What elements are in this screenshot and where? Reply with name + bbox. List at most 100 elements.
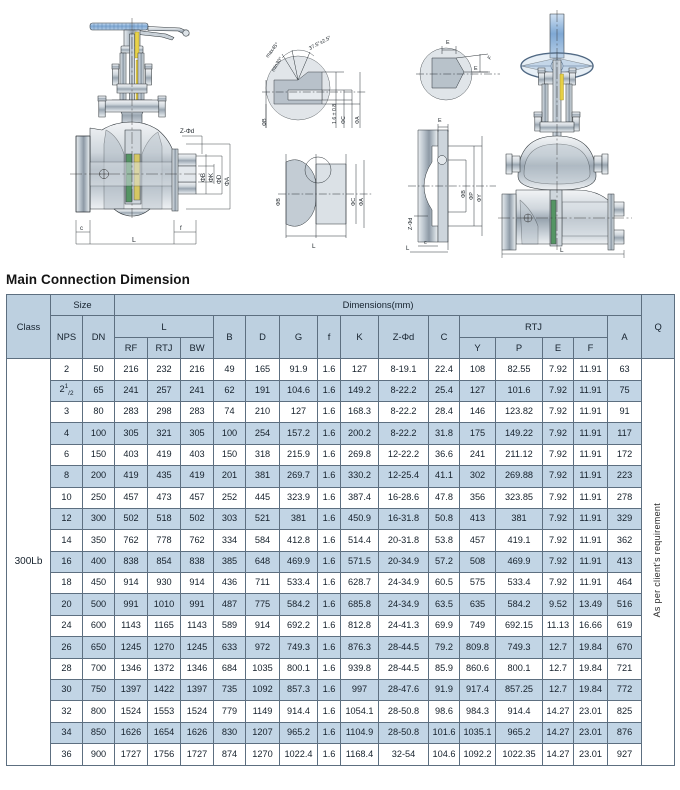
- cell-p: 211.12: [495, 443, 543, 467]
- svg-text:E: E: [438, 118, 442, 124]
- cell-rtj: 854: [147, 550, 181, 574]
- cell-k: 571.5: [340, 550, 379, 574]
- cell-d: 914: [245, 614, 280, 638]
- cell-p: 749.3: [495, 636, 543, 659]
- cell-b: 74: [213, 400, 246, 424]
- header-row-1: Class Size Dimensions(mm) Q: [6, 293, 676, 360]
- cell-p: 800.1: [495, 657, 543, 681]
- cell-dn: 65: [82, 379, 115, 402]
- cell-a: 117: [606, 422, 643, 445]
- cell-p: 1022.35: [495, 743, 543, 766]
- butt-weld-end-detail: 37.5°±2.5° max45° min30° 1.6 ± 0.8 ΦB ΦC…: [252, 28, 372, 148]
- cell-rf: 991: [114, 593, 148, 616]
- cell-nps: 30: [50, 679, 83, 702]
- cell-f: 1.6: [317, 550, 341, 574]
- cell-y: 457: [459, 529, 496, 552]
- cell-e: 7.92: [542, 358, 574, 381]
- cell-e: 7.92: [542, 486, 574, 509]
- cell-bw: 1727: [180, 743, 214, 766]
- cell-b: 633: [213, 636, 246, 659]
- header-nps: NPS: [50, 315, 83, 360]
- table-head: Class Size Dimensions(mm) Q NPS DN L B D…: [6, 293, 676, 360]
- cell-k: 149.2: [340, 379, 379, 402]
- cell-d: 648: [245, 550, 280, 574]
- cell-dn: 900: [82, 743, 115, 766]
- cell-zd: 20-31.8: [378, 529, 429, 552]
- cell-dn: 80: [82, 400, 115, 424]
- cell-d: 210: [245, 400, 280, 424]
- cell-ff: 19.84: [573, 679, 608, 702]
- cell-ff: 11.91: [573, 379, 608, 402]
- cell-a: 172: [606, 443, 643, 467]
- cell-k: 812.8: [340, 614, 379, 638]
- cell-bw: 216: [180, 358, 214, 381]
- cell-d: 521: [245, 507, 280, 531]
- cell-g: 914.4: [279, 700, 318, 723]
- cell-bw: 838: [180, 550, 214, 574]
- cell-zd: 32-54: [378, 743, 429, 766]
- cell-nps: 34: [50, 721, 83, 745]
- cell-e: 14.27: [542, 721, 574, 745]
- cell-g: 584.2: [279, 593, 318, 616]
- cell-p: 857.25: [495, 679, 543, 702]
- svg-text:Z-Φd: Z-Φd: [180, 128, 195, 135]
- cell-rf: 241: [114, 379, 148, 402]
- cell-bw: 1397: [180, 679, 214, 702]
- cell-rtj: 1165: [147, 614, 181, 638]
- cell-bw: 1626: [180, 721, 214, 745]
- cell-b: 385: [213, 550, 246, 574]
- cell-b: 735: [213, 679, 246, 702]
- cell-c: 41.1: [428, 465, 460, 488]
- cell-nps: 6: [50, 443, 83, 467]
- cell-zd: 24-41.3: [378, 614, 429, 638]
- cell-p: 914.4: [495, 700, 543, 723]
- cell-b: 487: [213, 593, 246, 616]
- cell-c: 101.6: [428, 721, 460, 745]
- cell-c: 60.5: [428, 572, 460, 595]
- cell-y: 635: [459, 593, 496, 616]
- cell-b: 830: [213, 721, 246, 745]
- cell-rf: 1626: [114, 721, 148, 745]
- svg-text:ΦA: ΦA: [359, 198, 365, 206]
- cell-nps: 18: [50, 572, 83, 595]
- cell-rtj: 1010: [147, 593, 181, 616]
- header-l-rf: RF: [114, 336, 148, 360]
- cell-d: 191: [245, 379, 280, 402]
- cell-e: 7.92: [542, 443, 574, 467]
- cell-bw: 283: [180, 400, 214, 424]
- cell-dn: 750: [82, 679, 115, 702]
- cell-k: 1104.9: [340, 721, 379, 745]
- cell-ff: 23.01: [573, 721, 608, 745]
- cell-b: 252: [213, 486, 246, 509]
- cell-f: 1.6: [317, 700, 341, 723]
- svg-text:E: E: [474, 66, 478, 72]
- cell-g: 127: [279, 400, 318, 424]
- cell-rtj: 1553: [147, 700, 181, 723]
- cell-d: 254: [245, 422, 280, 445]
- cell-rf: 305: [114, 422, 148, 445]
- cell-a: 278: [606, 486, 643, 509]
- header-rtj-group: RTJ: [459, 315, 608, 338]
- cell-d: 381: [245, 465, 280, 488]
- cell-bw: 241: [180, 379, 214, 402]
- svg-text:ΦD: ΦD: [216, 174, 223, 184]
- cell-f: 1.6: [317, 465, 341, 488]
- cell-d: 972: [245, 636, 280, 659]
- q-requirement-text: As per client's requirement: [652, 503, 663, 618]
- cell-p: 149.22: [495, 422, 543, 445]
- cell-dn: 150: [82, 443, 115, 467]
- cell-c: 63.5: [428, 593, 460, 616]
- cell-nps: 26: [50, 636, 83, 659]
- cell-b: 589: [213, 614, 246, 638]
- cell-nps: 14: [50, 529, 83, 552]
- cell-y: 108: [459, 358, 496, 381]
- cell-dn: 850: [82, 721, 115, 745]
- cell-g: 749.3: [279, 636, 318, 659]
- cell-nps: 28: [50, 657, 83, 681]
